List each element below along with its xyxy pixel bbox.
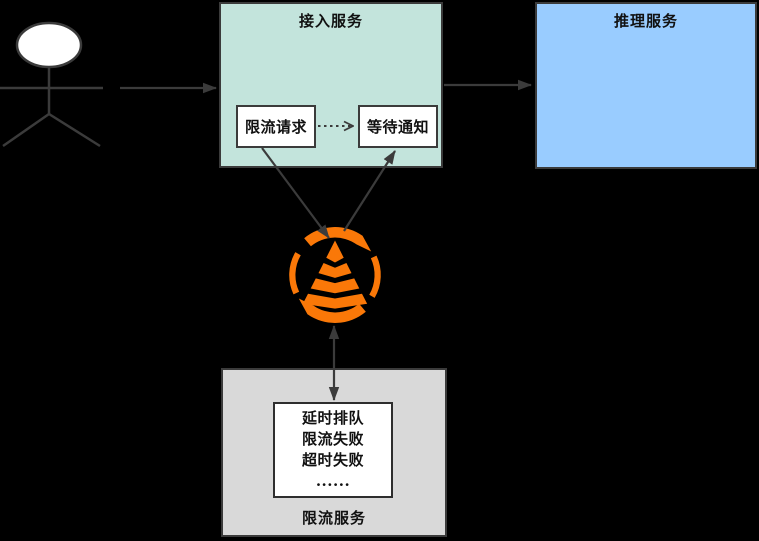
- wait-notify-node: 等待通知: [358, 105, 438, 148]
- inference-service-box: 推理服务: [535, 2, 757, 169]
- pyramid-stripe: [326, 240, 344, 263]
- access-service-title: 接入服务: [298, 12, 363, 30]
- actor-icon: [0, 21, 103, 148]
- rate-limit-request-label: 限流请求: [244, 118, 307, 136]
- rate-limit-request-node: 限流请求: [236, 105, 316, 148]
- limiter-service-title: 限流服务: [301, 509, 366, 527]
- limiter-detail-card: 延时排队 限流失败 超时失败 ......: [273, 402, 393, 498]
- detail-line: 超时失败: [301, 451, 364, 469]
- actor-leg-right: [48, 112, 101, 148]
- limiter-service-box: 限流服务: [221, 368, 447, 537]
- pyramid-glyph: [302, 240, 368, 309]
- pyramid-stripe: [302, 293, 368, 309]
- detail-line: ......: [315, 472, 351, 490]
- inference-service-title: 推理服务: [613, 12, 678, 30]
- detail-line: 延时排队: [301, 409, 364, 427]
- detail-line: 限流失败: [301, 430, 364, 448]
- mq-pyramid-sync-icon: [289, 227, 381, 323]
- pyramid-stripe: [318, 263, 352, 278]
- ring-arc-right: [369, 255, 381, 298]
- actor-leg-left: [2, 112, 50, 148]
- actor-head: [15, 21, 83, 69]
- ring-arc-left: [289, 252, 301, 295]
- wait-notify-label: 等待通知: [366, 118, 429, 136]
- sync-arrow-bottom: [298, 298, 366, 323]
- pyramid-stripe: [310, 278, 360, 294]
